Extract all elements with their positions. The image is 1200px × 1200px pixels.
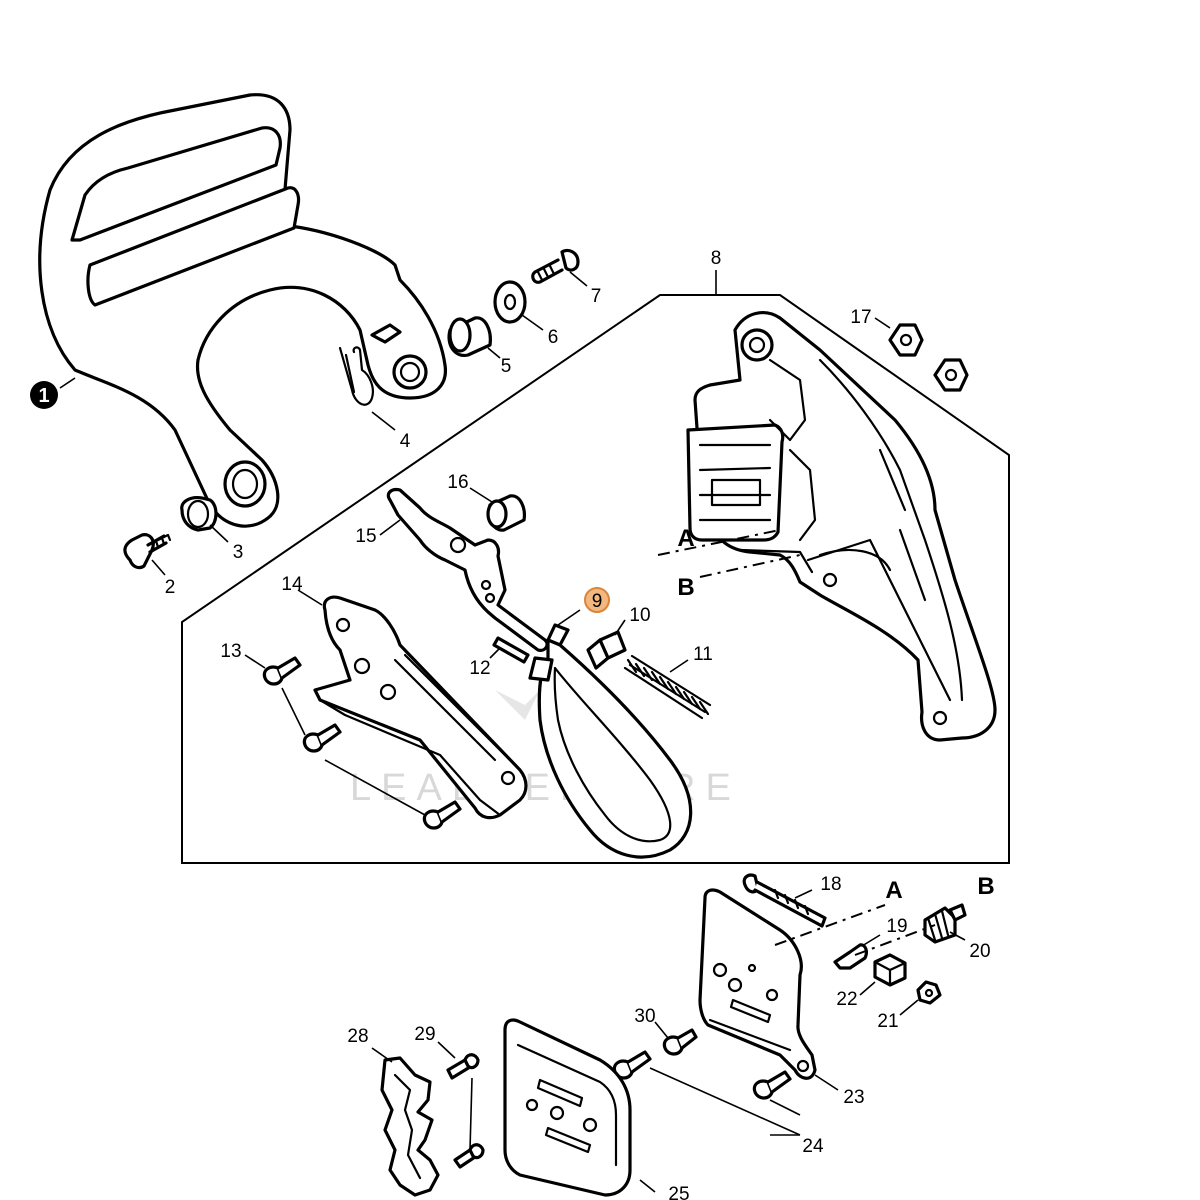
pin-12[interactable] [492,636,530,664]
screw-13a[interactable] [262,656,302,686]
screw-24b[interactable] [752,1070,792,1100]
callout-30[interactable]: 30 [634,1006,655,1027]
callout-22[interactable]: 22 [836,989,857,1010]
gear-20[interactable] [923,903,967,944]
callout-1-text: 1 [38,385,49,407]
assembly-box [181,294,1010,864]
ref-label-b: B [677,574,694,601]
callout-18[interactable]: 18 [820,874,841,895]
bolt-18[interactable] [742,873,827,928]
callout-15[interactable]: 15 [355,526,376,547]
callout-6[interactable]: 6 [548,327,559,348]
screw-13b[interactable] [302,723,342,753]
ref-line-a [657,529,781,556]
washer-6[interactable] [493,280,527,324]
sleeve-5[interactable] [447,316,492,357]
block-22[interactable] [873,953,907,987]
sleeve-16[interactable] [486,494,526,532]
screw-30[interactable] [662,1028,698,1056]
spike-28[interactable] [380,1056,440,1197]
nut-17b[interactable] [933,358,969,392]
callout-1[interactable]: 1 [30,381,58,409]
callout-7[interactable]: 7 [591,286,602,307]
screw-13c[interactable] [422,800,462,830]
leader-lines [59,271,966,1193]
callout-13[interactable]: 13 [220,641,241,662]
ref-label-b2: B [977,873,994,900]
callout-9-text: 9 [592,591,603,612]
spring-11[interactable] [623,654,712,720]
callout-10[interactable]: 10 [629,605,650,626]
callout-12[interactable]: 12 [469,658,490,679]
callout-17[interactable]: 17 [850,307,871,328]
guide-plate-14[interactable] [313,595,528,820]
brake-band-9[interactable] [528,623,693,859]
ref-line-b [699,554,801,578]
bushing-3[interactable] [180,496,218,532]
callout-29[interactable]: 29 [414,1024,435,1045]
front-handle[interactable] [38,93,447,528]
callout-16[interactable]: 16 [447,472,468,493]
callout-23[interactable]: 23 [843,1087,864,1108]
screw-29a[interactable] [446,1053,480,1080]
callout-14[interactable]: 14 [281,574,303,595]
guide-plate-25[interactable] [503,1018,632,1197]
screw-29b[interactable] [453,1143,485,1169]
callout-11[interactable]: 11 [693,644,713,665]
callout-9[interactable]: 9 [584,587,610,613]
callout-3[interactable]: 3 [233,542,244,563]
spring-4[interactable] [338,346,374,406]
nut-17a[interactable] [888,323,924,357]
ref-label-a2: A [885,877,902,904]
ref-line-a2 [774,904,886,946]
callout-28[interactable]: 28 [347,1026,368,1047]
nut-19[interactable] [833,943,868,970]
callout-4[interactable]: 4 [400,431,411,452]
callout-5[interactable]: 5 [501,356,512,377]
block-10[interactable] [586,630,627,670]
screw-24a[interactable] [612,1050,652,1080]
callout-20[interactable]: 20 [969,941,990,962]
callout-2[interactable]: 2 [165,577,176,598]
callout-8[interactable]: 8 [711,248,722,269]
tensioner-plate-23[interactable] [698,888,817,1080]
screw-2[interactable] [123,533,172,570]
nut-21[interactable] [916,980,942,1005]
callout-24[interactable]: 24 [802,1136,824,1157]
brake-lever-15[interactable] [386,487,549,652]
callout-25[interactable]: 25 [668,1184,689,1200]
callout-21[interactable]: 21 [877,1011,898,1032]
callout-19[interactable]: 19 [886,916,907,937]
ref-label-a: A [677,525,694,552]
sprocket-cover-8[interactable] [686,311,997,742]
screw-7[interactable] [531,248,580,284]
callout-9-highlight [584,587,610,613]
